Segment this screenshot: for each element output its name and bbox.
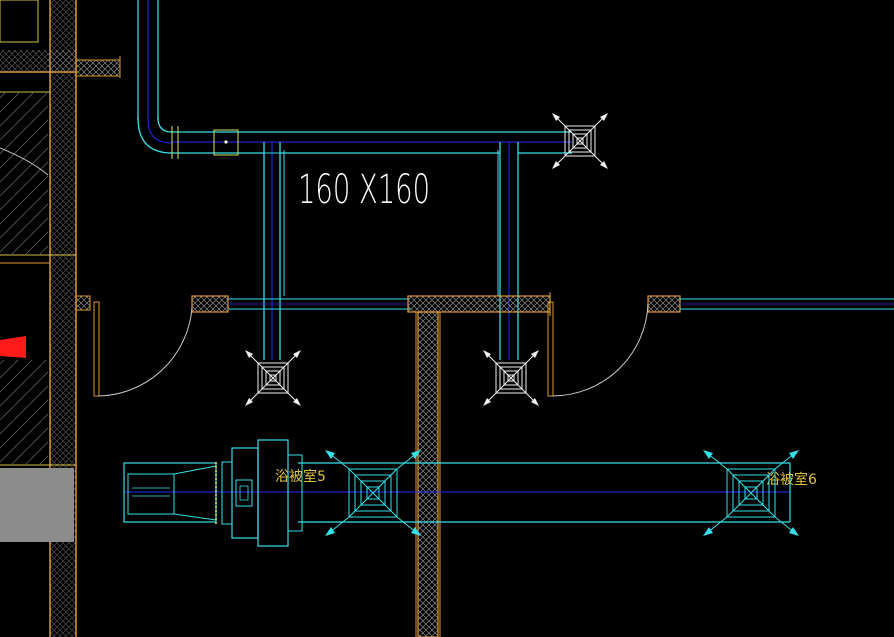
door-left bbox=[93, 301, 193, 397]
supply-duct-network bbox=[137, 0, 572, 360]
door-right bbox=[547, 301, 649, 397]
exhaust-duct bbox=[123, 462, 791, 524]
gray-fill-block bbox=[0, 468, 74, 542]
diffuser-exhaust-left[interactable] bbox=[325, 450, 421, 536]
middle-wall bbox=[191, 292, 894, 637]
red-marker bbox=[0, 336, 26, 358]
room-label-5: 浴被室5 bbox=[275, 468, 326, 485]
exhaust-fan[interactable] bbox=[221, 439, 303, 547]
diffuser-left-branch[interactable] bbox=[245, 350, 301, 406]
diffuser-right-branch[interactable] bbox=[483, 350, 539, 406]
room-label-6: 浴被室6 bbox=[766, 471, 817, 488]
diffuser-exhaust-right[interactable] bbox=[703, 450, 799, 536]
left-wall-zone bbox=[0, 0, 121, 637]
duct-size-label: 160 X160 bbox=[298, 167, 430, 213]
diffuser-top-right[interactable] bbox=[552, 113, 608, 169]
